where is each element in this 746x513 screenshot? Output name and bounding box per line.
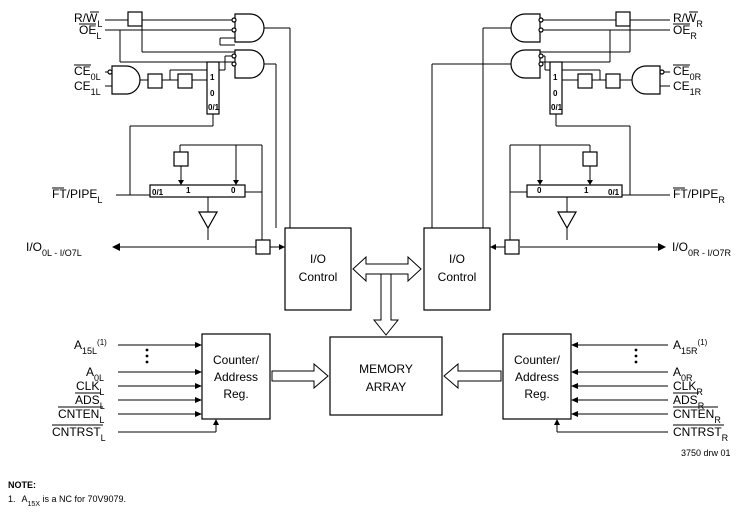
io-control-bidirectional-bus-arrow <box>352 255 422 283</box>
drawing-id: 3750 drw 01 <box>681 448 731 458</box>
left-clk-label: CLKL <box>76 379 104 397</box>
left-ce1-label: CE1L <box>74 79 101 97</box>
right-and-gate-top <box>510 13 541 43</box>
left-counter-line3: Reg. <box>223 387 248 401</box>
left-ce0-label: CE0L <box>74 64 101 82</box>
right-ce0-label: CE0R <box>673 64 702 82</box>
right-ft-mux-01: 0/1 <box>608 188 620 197</box>
right-counter-line1: Counter/ <box>514 353 561 367</box>
left-io-label: I/O0L - I/O7L <box>26 240 82 258</box>
right-oe-label: OER <box>673 23 697 41</box>
left-ce-latch-1 <box>147 73 163 89</box>
right-ce-mux-01: 0/1 <box>551 103 563 112</box>
note-heading: NOTE: <box>8 480 36 490</box>
left-ads-label: ADSL <box>75 393 105 411</box>
bus-to-memory-arrow <box>372 273 400 336</box>
right-ce1-label: CE1R <box>673 79 702 97</box>
right-control-logic: 1 0 0/1 0 1 0/1 <box>431 11 670 240</box>
right-clk-label: CLKR <box>673 379 703 397</box>
left-ce-mux-0: 0 <box>210 89 215 98</box>
left-counter-block <box>201 333 271 420</box>
right-counter-line3: Reg. <box>524 387 549 401</box>
left-ce-latch-2 <box>177 73 193 89</box>
right-tristate-buffer <box>556 211 578 230</box>
left-ce-mux-01: 0/1 <box>208 103 220 112</box>
right-ce-mux-0: 0 <box>553 89 558 98</box>
right-io-control-line2: Control <box>438 270 477 284</box>
right-ce-latch-2 <box>577 73 593 89</box>
right-cnten-label: CNTENR <box>673 407 721 425</box>
right-counter-line2: Address <box>515 370 559 384</box>
left-cnten-label: CNTENL <box>58 407 104 425</box>
left-ft-mux-0: 0 <box>231 186 236 195</box>
right-rw-label: R/WR <box>673 11 703 29</box>
right-io-control-block <box>423 227 491 311</box>
left-ce-and-gate <box>111 65 141 95</box>
left-cntrst-label: CNTRSTL <box>52 425 106 443</box>
right-ce-mux-1: 1 <box>553 73 558 82</box>
right-ads-label: ADSR <box>673 393 705 411</box>
left-and-gate-top <box>234 13 265 43</box>
right-counter-block <box>502 333 572 420</box>
right-ce-latch-1 <box>605 73 621 89</box>
left-ft-mux <box>149 184 246 198</box>
memory-array-line2: ARRAY <box>366 380 406 394</box>
left-rw-label: R/WL <box>74 11 102 29</box>
right-cntrst-label: CNTRSTR <box>673 425 729 443</box>
right-ft-mux-0: 0 <box>537 186 542 195</box>
left-and-gate-bottom <box>234 49 265 79</box>
left-a0-label: A0L <box>86 365 104 383</box>
right-and-gate-bottom <box>510 49 541 79</box>
right-ft-latch <box>582 151 598 167</box>
right-rw-latch <box>615 11 631 27</box>
right-io-control-line1: I/O <box>449 252 465 266</box>
left-ft-pipe-label: FT/PIPEL <box>52 187 102 205</box>
left-tristate-buffer <box>197 211 219 230</box>
right-io-latch <box>504 239 520 255</box>
right-ce-and-gate <box>631 65 661 95</box>
right-counter-to-memory-arrow <box>443 362 502 390</box>
right-ft-mux-1: 1 <box>584 186 589 195</box>
left-ce-mux-1: 1 <box>210 73 215 82</box>
right-ft-mux <box>526 184 623 198</box>
left-io-control-line1: I/O <box>310 252 326 266</box>
left-ft-mux-01: 0/1 <box>152 188 164 197</box>
left-counter-inputs <box>118 342 219 433</box>
left-io-control-line2: Control <box>299 270 338 284</box>
left-counter-line1: Counter/ <box>213 353 260 367</box>
right-a0-label: A0R <box>673 365 693 383</box>
left-counter-line2: Address <box>214 370 258 384</box>
memory-array-block <box>329 336 443 416</box>
left-ft-mux-1: 1 <box>186 186 191 195</box>
left-a15-label: A15L(1) <box>74 338 107 357</box>
left-io-latch <box>255 239 271 255</box>
left-control-logic: 1 0 0/1 0/1 1 0 <box>105 11 291 240</box>
right-ft-pipe-label: FT/PIPER <box>673 187 725 205</box>
right-counter-inputs <box>554 342 668 433</box>
left-oe-label: OEL <box>79 23 101 41</box>
left-io-control-block <box>284 227 352 311</box>
io-buses <box>112 239 666 255</box>
left-counter-to-memory-arrow <box>271 362 329 390</box>
left-ft-latch <box>173 151 189 167</box>
note-item: 1.A15X is a NC for 70V9079. <box>8 494 126 508</box>
memory-array-line1: MEMORY <box>359 362 413 376</box>
left-rw-latch <box>127 11 143 27</box>
right-a15-label: A15R(1) <box>673 338 708 357</box>
right-io-label: I/O0R - I/O7R <box>672 240 732 258</box>
